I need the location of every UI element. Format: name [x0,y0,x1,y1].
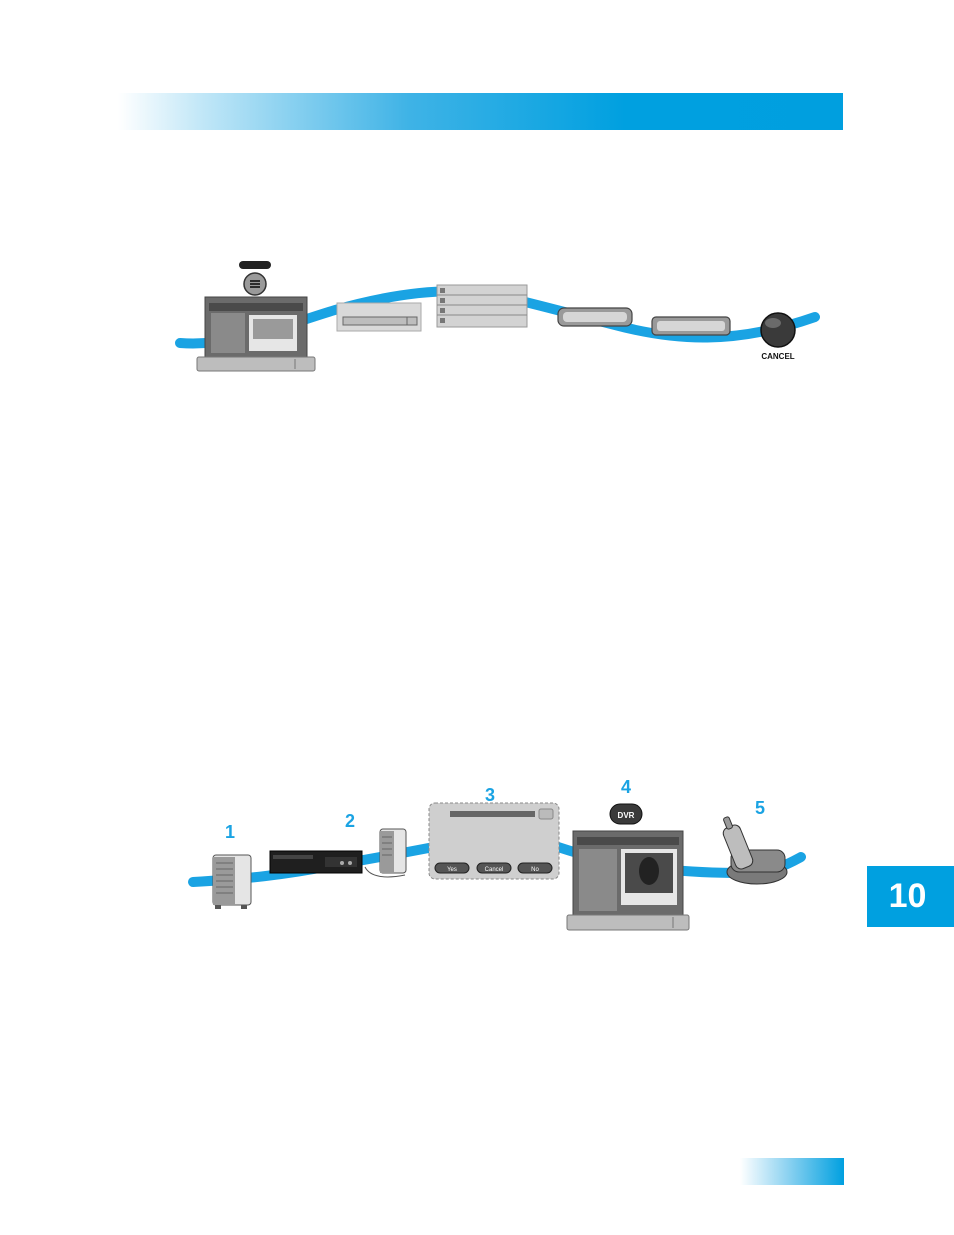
figure-top: CANCEL [175,255,825,375]
receiver-tower-2 [365,829,406,877]
figure-bottom: Yes Cancel No DVR 1 2 3 4 5 [185,775,810,935]
receiver-tower-1 [213,855,251,909]
figure-top-illustration: CANCEL [175,255,825,375]
vcr-device [270,851,362,873]
dialog-cancel-label: Cancel [485,867,504,873]
dialog-yes-label: Yes [447,867,457,873]
cancel-label: CANCEL [761,352,794,361]
figure-bottom-illustration: Yes Cancel No DVR [185,775,810,935]
step-number-2: 2 [345,812,355,830]
dialog-no-label: No [531,867,539,873]
footer-bar [740,1158,844,1185]
header-bar [118,93,843,130]
tv-screen-bottom [567,831,689,930]
list-panel [437,285,527,327]
dialog-box: Yes Cancel No [429,803,559,879]
dvr-label: DVR [618,811,635,820]
step-number-1: 1 [225,823,235,841]
step-number-4: 4 [621,778,631,796]
step-number-3: 3 [485,786,495,804]
step-number-5: 5 [755,799,765,817]
menu-button-icon [239,261,271,295]
chapter-tab: 10 [867,866,954,927]
tv-screen-top [197,297,315,371]
phone-icon [721,816,787,884]
chapter-number: 10 [889,877,927,916]
cancel-button-icon [761,313,795,347]
pill-button-2 [652,317,730,335]
pill-button-1 [558,308,632,326]
menu-panel [337,303,421,331]
